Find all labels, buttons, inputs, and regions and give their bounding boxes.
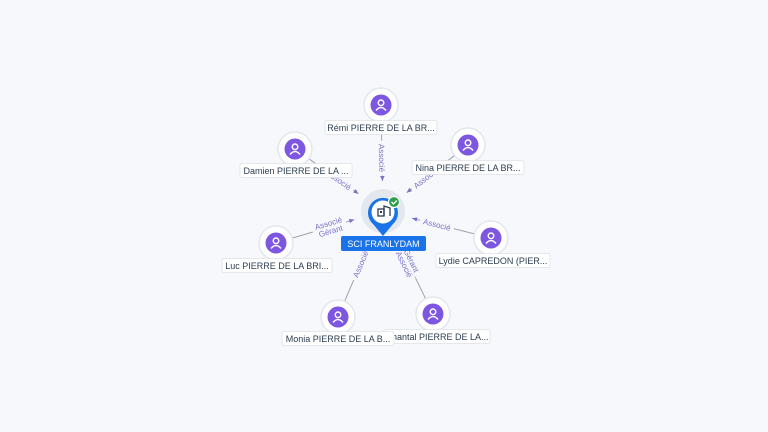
- person-name: Monia PIERRE DE LA B...: [286, 334, 391, 344]
- company-name-label[interactable]: SCI FRANLYDAM: [341, 236, 426, 251]
- edge-role-backdrop: [376, 140, 387, 176]
- people-layer: Rémi PIERRE DE LA BR... Nina PIERRE DE LA…: [221, 87, 551, 346]
- company-building-icon: [377, 205, 391, 217]
- verified-check-icon: [387, 195, 401, 209]
- edge-role-backdrop: [314, 222, 347, 240]
- person-icon: [462, 139, 474, 151]
- person-name: Rémi PIERRE DE LA BR...: [327, 123, 435, 133]
- edge-arrow-remi: [380, 175, 385, 182]
- person-node-luc[interactable]: Luc PIERRE DE LA BRI...: [221, 225, 333, 273]
- person-name-label[interactable]: Nina PIERRE DE LA BR...: [411, 160, 525, 175]
- company-pin-inner: [371, 200, 395, 224]
- person-name-box: [435, 253, 551, 268]
- person-name: Damien PIERRE DE LA ...: [243, 166, 348, 176]
- person-name-label[interactable]: Chantal PIERRE DE LA...: [383, 329, 491, 344]
- person-name-label[interactable]: Rémi PIERRE DE LA BR...: [324, 120, 438, 135]
- person-name-label[interactable]: Monia PIERRE DE LA B...: [281, 331, 395, 346]
- person-name-label[interactable]: Damien PIERRE DE LA ...: [239, 163, 353, 178]
- edge-arrow-luc: [348, 218, 355, 224]
- edge-role-backdrop: [392, 246, 416, 283]
- edge-arrow-lydie: [412, 217, 418, 222]
- company-name-box: [341, 236, 426, 251]
- edge-arrow-nina: [406, 187, 412, 193]
- person-icon: [485, 232, 497, 244]
- person-node-monia[interactable]: Monia PIERRE DE LA B...: [281, 299, 395, 346]
- person-name: Nina PIERRE DE LA BR...: [415, 163, 520, 173]
- person-name-box: [411, 160, 525, 175]
- edge-role-label: Associé: [422, 217, 452, 233]
- person-icon: [332, 311, 344, 323]
- person-name-label[interactable]: Lydie CAPREDON (PIER...: [435, 253, 551, 268]
- person-icon: [289, 143, 301, 155]
- edge-role-label: Associé: [351, 249, 370, 279]
- edge-arrow-damien: [353, 189, 359, 194]
- company-name: SCI FRANLYDAM: [347, 239, 419, 249]
- edge-role-label: Associé: [377, 144, 387, 173]
- person-icon: [270, 237, 282, 249]
- person-name: Lydie CAPREDON (PIER...: [439, 256, 548, 266]
- person-name: Chantal PIERRE DE LA...: [385, 332, 488, 342]
- edge-role-backdrop: [350, 246, 372, 282]
- person-icon: [427, 308, 439, 320]
- edge-role-backdrop: [400, 245, 422, 277]
- person-name-box: [324, 120, 438, 135]
- person-node-damien[interactable]: Damien PIERRE DE LA ...: [239, 131, 353, 178]
- person-node-remi[interactable]: Rémi PIERRE DE LA BR...: [324, 87, 438, 135]
- person-node-lydie[interactable]: Lydie CAPREDON (PIER...: [435, 220, 551, 268]
- company-node[interactable]: SCI FRANLYDAM: [341, 189, 426, 251]
- person-icon: [375, 99, 387, 111]
- person-name-box: [221, 258, 333, 273]
- person-node-chantal[interactable]: Chantal PIERRE DE LA...: [383, 296, 491, 344]
- person-name-box: [239, 163, 353, 178]
- person-name-box: [281, 331, 395, 346]
- person-name: Luc PIERRE DE LA BRI...: [225, 261, 329, 271]
- person-node-nina[interactable]: Nina PIERRE DE LA BR...: [411, 127, 525, 175]
- edge-role-backdrop: [310, 214, 347, 233]
- edge-role-backdrop: [418, 216, 455, 234]
- person-name-label[interactable]: Luc PIERRE DE LA BRI...: [221, 258, 333, 273]
